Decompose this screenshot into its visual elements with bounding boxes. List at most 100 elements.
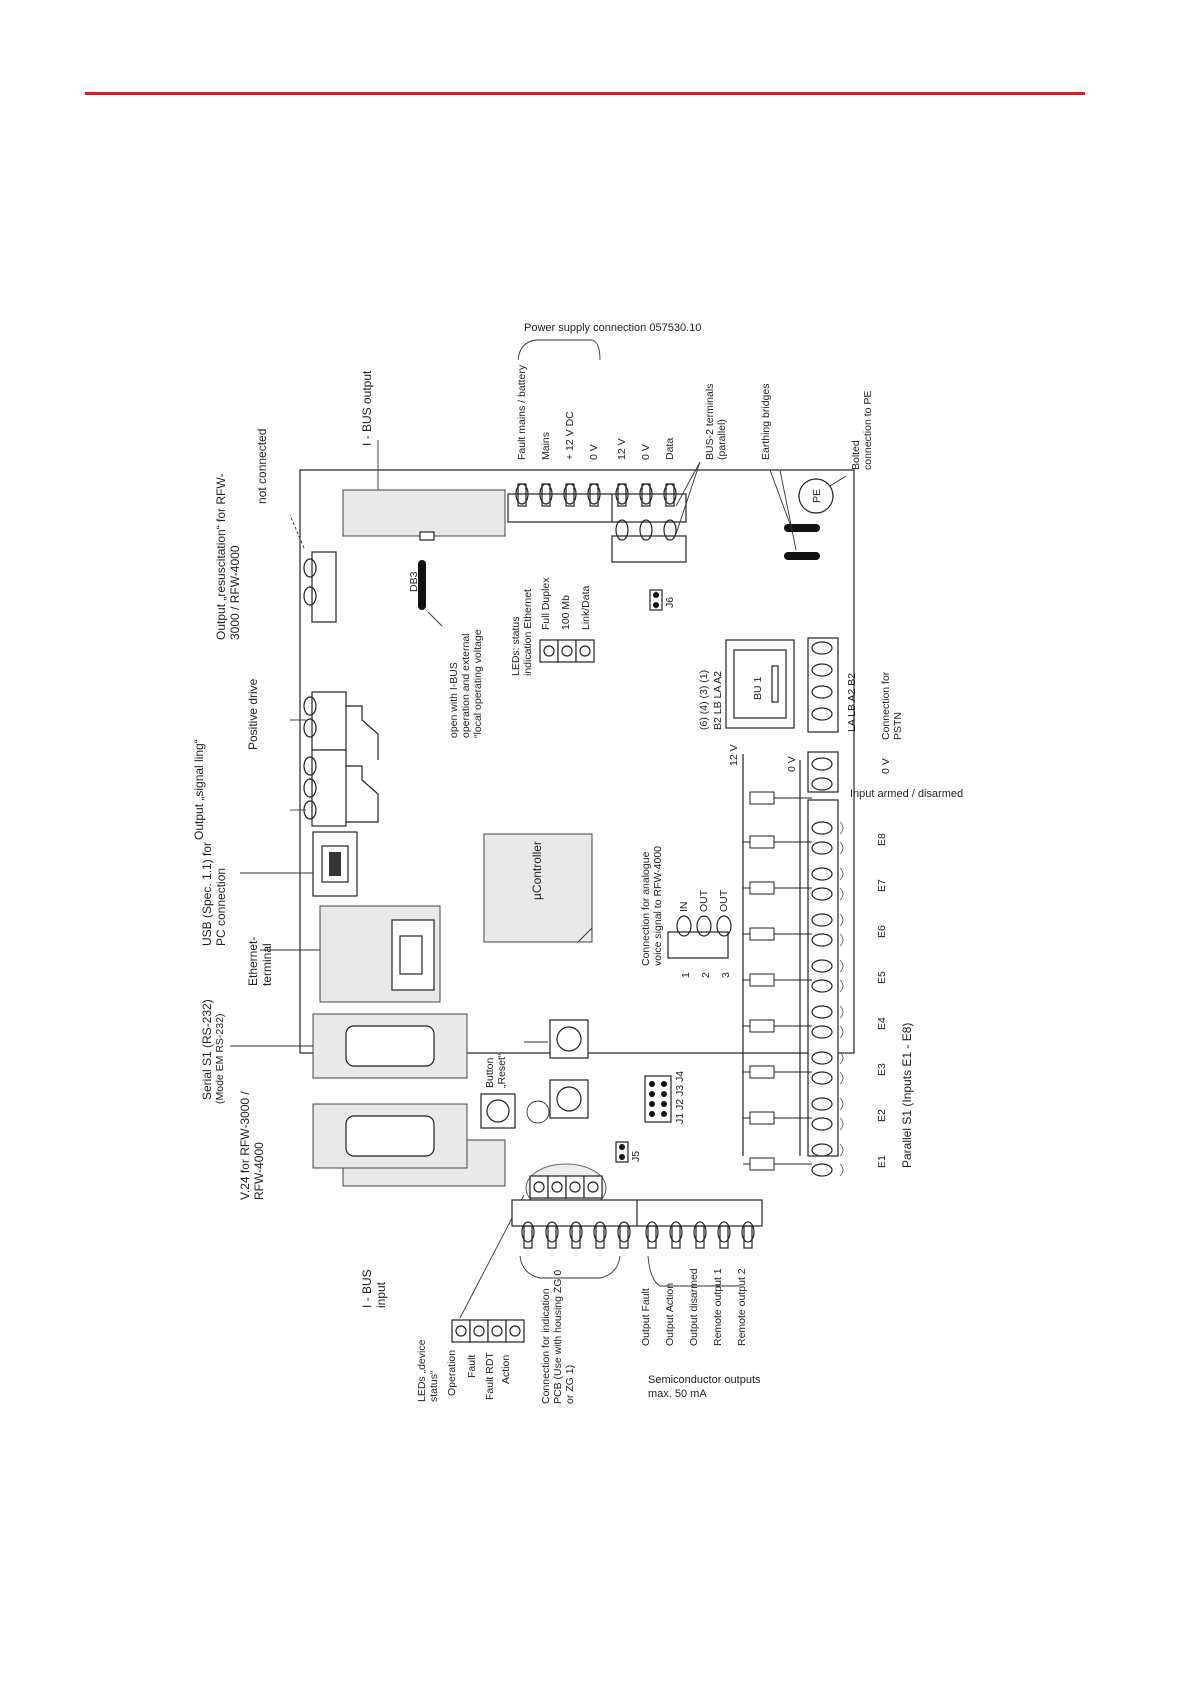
- terminal-e4-b: [811, 1025, 833, 1039]
- ibus-output-label: I - BUS output: [360, 370, 374, 446]
- j-labels: J1 J2 J3 J4: [674, 1070, 686, 1124]
- bus2-12v-label: 12 V: [616, 438, 628, 460]
- input-label-e3: E3: [876, 1063, 888, 1076]
- terminal-e2-b: [811, 1117, 833, 1131]
- resistor-e6: [749, 927, 775, 941]
- twelve-v-label: 12 V: [728, 744, 740, 766]
- led-full-duplex-label: Full Duplex: [540, 577, 552, 630]
- voice-out2-label: OUT: [718, 889, 730, 912]
- terminal-e4-a: [811, 1005, 833, 1019]
- pstn-pins-label: LA LB A2 B2: [846, 673, 858, 732]
- bus2-0v-label: 0 V: [640, 444, 652, 460]
- resistor-armed: [749, 791, 775, 805]
- terminal-e8-a: [811, 821, 833, 835]
- not-connected-label: not connected: [255, 428, 269, 504]
- voice-2-label: 2: [700, 972, 712, 978]
- header-rule: [85, 92, 1085, 95]
- ucontroller-label: µController: [530, 841, 544, 900]
- led-fault-rdt-label: Fault RDT: [484, 1352, 496, 1400]
- terminal-e3-b: [811, 1071, 833, 1085]
- sc-output-action-label: Output Action: [664, 1282, 676, 1346]
- terminal-e1-a: [811, 1143, 833, 1157]
- ucontroller-chip: [483, 833, 593, 943]
- voice-1-label: 1: [680, 972, 692, 978]
- bolted-label: Bolted connection to PE: [850, 390, 874, 470]
- ps-fault-mains-label: Fault mains / battery: [516, 364, 528, 460]
- terminal-e2-a: [811, 1097, 833, 1111]
- db3-note-label: open with I-BUS operation and external “…: [448, 629, 484, 738]
- voice-3-label: 3: [720, 972, 732, 978]
- bottom-terminals: [511, 1199, 763, 1287]
- connection-indication-label: Connection for indication PCB (Use with …: [540, 1269, 576, 1404]
- resistor-e2: [749, 1111, 775, 1125]
- led-link-label: Link/Data: [580, 585, 592, 630]
- serial-s1-label: Serial S1 (RS-232): [200, 999, 214, 1100]
- pe-label: PE: [811, 488, 823, 503]
- terminal-e3-a: [811, 1051, 833, 1065]
- semiconductor-max-label: max. 50 mA: [648, 1388, 707, 1400]
- power-supply-label: Power supply connection 057530.10: [524, 322, 702, 334]
- v24-label: V.24 for RFW-3000 / RFW-4000: [238, 1091, 266, 1200]
- resistor-e8: [749, 835, 775, 849]
- leds-device-title: LEDs „device status“: [416, 1339, 440, 1402]
- terminal-e7-b: [811, 887, 833, 901]
- parallel-s1: [742, 751, 839, 1157]
- terminal-e5-a: [811, 959, 833, 973]
- pstn-terminals: [807, 637, 839, 733]
- zero-v-term-label: 0 V: [880, 758, 892, 774]
- semiconductor-label: Semiconductor outputs: [648, 1374, 761, 1386]
- input-label-e5: E5: [876, 971, 888, 984]
- device-leds-legend: [451, 1319, 525, 1343]
- serial-s1-mode-label: (Mode EM RS-232): [214, 1013, 226, 1104]
- resistor-e5: [749, 973, 775, 987]
- bus2-terminals-label: BUS-2 terminals (parallel): [704, 383, 728, 460]
- resistor-e4: [749, 1019, 775, 1033]
- voice-connector: [667, 915, 732, 959]
- pe-bolt: [798, 478, 834, 514]
- parallel-s1-label: Parallel S1 (Inputs E1 - E8): [900, 1022, 914, 1168]
- sc-output-fault-label: Output Fault: [640, 1288, 652, 1346]
- input-label-e7: E7: [876, 879, 888, 892]
- j5-label: J5: [630, 1150, 642, 1162]
- terminal-e7-a: [811, 867, 833, 881]
- leds-eth-title: LEDs: status indication Ethernet: [510, 589, 534, 676]
- usb-label: USB (Spec. 1.1) for PC connection: [200, 841, 228, 946]
- ps-mains-label: Mains: [540, 431, 552, 460]
- device-leds: [529, 1175, 603, 1199]
- button-reset-label: Button „Reset“: [484, 1053, 508, 1088]
- input-label-e1: E1: [876, 1155, 888, 1168]
- earthing-bridges-label: Earthing bridges: [760, 383, 772, 460]
- voice-out1-label: OUT: [698, 889, 710, 912]
- ps-12v-label: + 12 V DC: [564, 411, 576, 460]
- j6-label: J6: [664, 596, 676, 608]
- ethernet-leds: [539, 639, 595, 663]
- ethernet-terminal-label: Ethernet- terminal: [246, 936, 274, 986]
- positive-drive-label: Positive drive: [246, 678, 260, 750]
- bu1-pins-label: (6) (4) (3) (1): [698, 669, 710, 730]
- top-terminals: [507, 339, 701, 563]
- bu1-pin-names-label: B2 LB LA A2: [712, 671, 724, 730]
- input-label-e6: E6: [876, 925, 888, 938]
- bu1-socket: [725, 639, 795, 729]
- zero-v-rail-label: 0 V: [786, 756, 798, 772]
- input-armed-label: Input armed / disarmed: [850, 788, 964, 800]
- led-fault-label: Fault: [466, 1354, 478, 1378]
- j-jumpers: [644, 1075, 672, 1123]
- terminal-e1-b: [811, 1163, 833, 1177]
- ps-0v-label: 0 V: [588, 444, 600, 460]
- led-100mb-label: 100 Mb: [560, 594, 572, 630]
- db3-jumper: [418, 560, 426, 610]
- terminal-e8-b: [811, 841, 833, 855]
- led-operation-label: Operation: [446, 1349, 458, 1396]
- voice-in-label: IN: [678, 901, 690, 913]
- sc-remote1-label: Remote output 1: [712, 1268, 724, 1346]
- voice-title: Connection for analogue voice signal to …: [640, 845, 664, 966]
- led-action-label: Action: [500, 1354, 512, 1384]
- ibus-output: [342, 489, 506, 537]
- resistor-e7: [749, 881, 775, 895]
- terminal-e6-a: [811, 913, 833, 927]
- resistor-e1: [749, 1157, 775, 1171]
- resuscitation-label: Output „resuscitation“ for RFW-3000 / RF…: [214, 473, 242, 641]
